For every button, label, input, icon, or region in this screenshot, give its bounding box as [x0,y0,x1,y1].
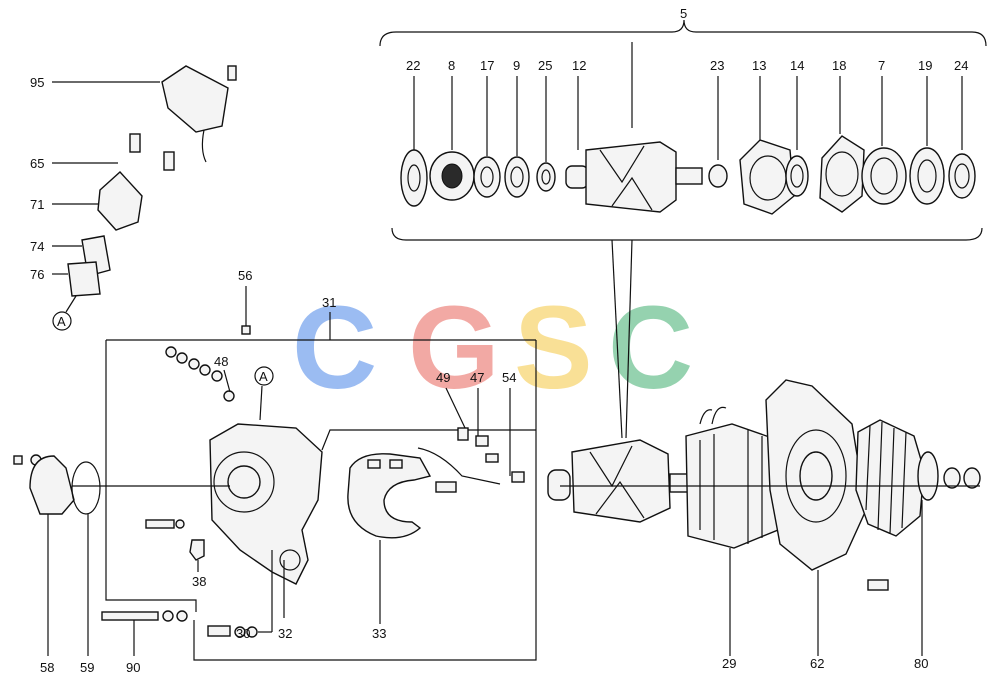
label-30: 30 [236,626,250,641]
ring-25 [536,162,556,192]
label-58: 58 [40,660,54,675]
label-8: 8 [448,58,455,73]
label-7: 7 [878,58,885,73]
stator-33 [347,453,432,539]
ring-9 [504,156,530,198]
rotor-12-lower [547,439,691,523]
label-54: 54 [502,370,516,385]
washer-22 [400,149,428,207]
assembly-label: 5 [680,6,687,21]
label-76: 76 [30,267,44,282]
rotor-12 [565,141,703,213]
label-62: 62 [810,656,824,671]
label-49: 49 [436,370,450,385]
label-38: 38 [192,574,206,589]
label-56: 56 [238,268,252,283]
watermark-letter-1: C [292,282,377,414]
bracket-71 [97,171,143,231]
cover-58 [29,455,75,515]
label-13: 13 [752,58,766,73]
label-22: 22 [406,58,420,73]
regulator-group [52,65,237,331]
fan-pulley-80 [855,419,925,537]
stator-group [347,387,525,624]
label-90: 90 [126,660,140,675]
label-23: 23 [710,58,724,73]
plate-76 [67,261,101,297]
label-17: 17 [480,58,494,73]
label-a-upper: A [57,314,66,329]
watermark: C G S C [292,282,693,414]
part-labels: 5 22 8 17 9 25 12 23 13 14 18 7 19 24 95… [30,6,968,675]
label-25: 25 [538,58,552,73]
label-18: 18 [832,58,846,73]
label-80: 80 [914,656,928,671]
label-9: 9 [513,58,520,73]
label-71: 71 [30,197,44,212]
label-95: 95 [30,75,44,90]
ring-17 [473,156,501,198]
label-33: 33 [372,626,386,641]
watermark-letter-3: S [514,282,593,414]
front-housing-group [105,286,537,661]
washers-48 [165,346,235,402]
alternator-core-group [547,379,981,656]
label-19: 19 [918,58,932,73]
retainer-18 [819,135,865,213]
label-59: 59 [80,660,94,675]
clip-38 [189,539,205,561]
label-32: 32 [278,626,292,641]
label-31: 31 [322,295,336,310]
watermark-letter-4: C [608,282,693,414]
regulator-95 [161,65,229,133]
label-48: 48 [214,354,228,369]
spacer-23 [708,164,728,188]
label-12: 12 [572,58,586,73]
washer-19 [909,147,945,205]
rotor-assembly-group [379,19,987,439]
label-65: 65 [30,156,44,171]
watermark-letter-2: G [408,282,500,414]
label-a-lower: A [259,369,268,384]
label-24: 24 [954,58,968,73]
nut-80 [943,467,961,489]
washer-24 [948,153,976,199]
rear-cover-group [13,454,258,656]
label-29: 29 [722,656,736,671]
label-47: 47 [470,370,484,385]
o-ring-59 [71,461,101,515]
ring-14 [785,155,809,197]
label-14: 14 [790,58,804,73]
front-housing-32 [209,423,323,585]
label-74: 74 [30,239,44,254]
bearing-7 [861,147,907,205]
